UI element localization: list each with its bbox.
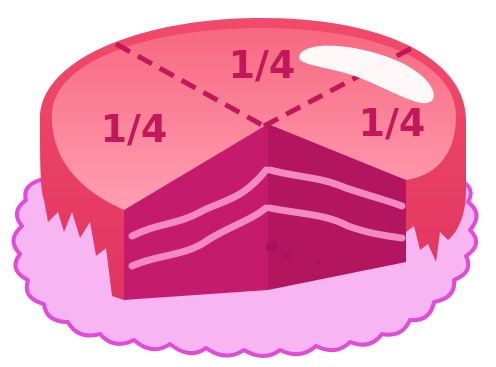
crumb (284, 253, 290, 259)
fraction-label-right: 1/4 (359, 101, 426, 145)
fraction-label-left: 1/4 (101, 107, 168, 151)
fraction-label-top: 1/4 (229, 43, 296, 87)
